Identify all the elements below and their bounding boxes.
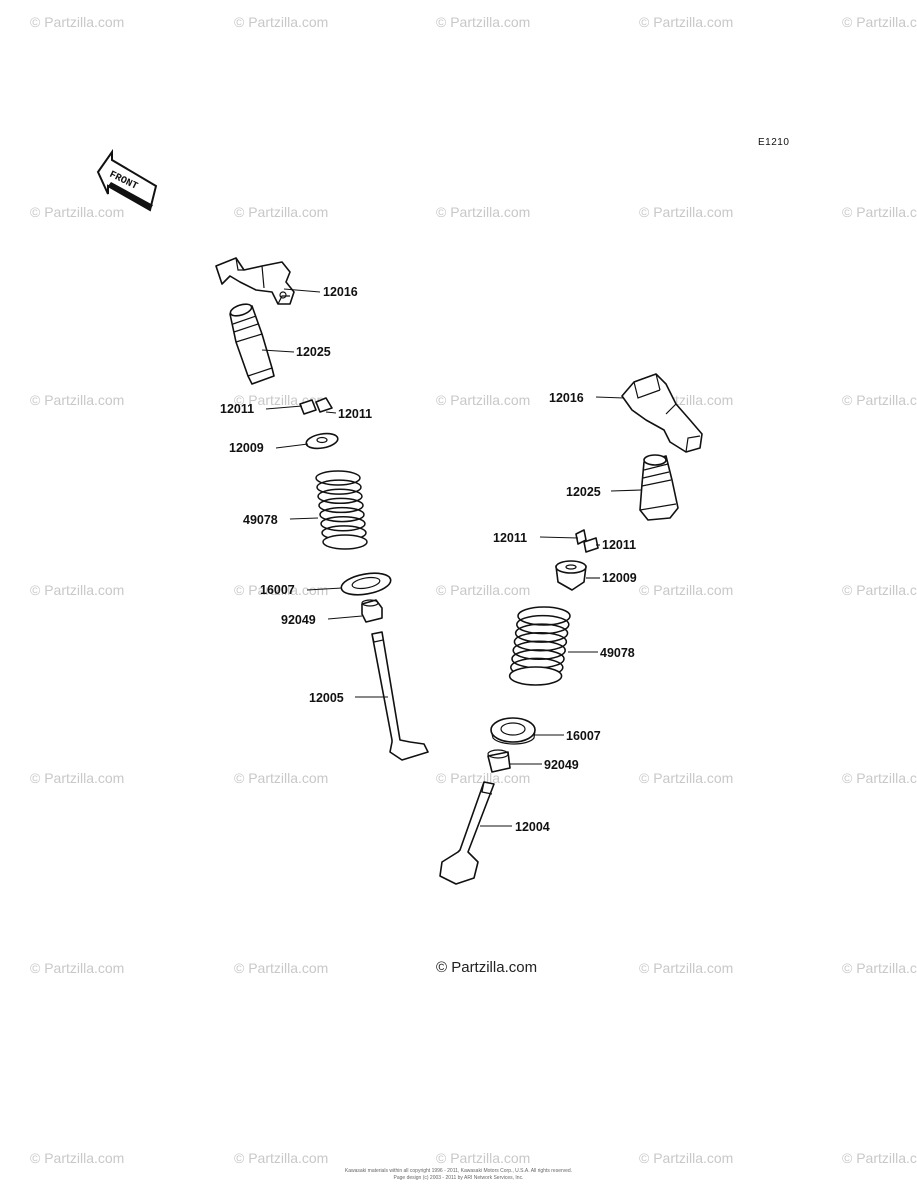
spring-coil bbox=[316, 479, 362, 495]
part-number-label[interactable]: 12025 bbox=[566, 485, 601, 499]
spring-coil bbox=[320, 515, 366, 532]
watermark-text: © Partzilla.com bbox=[436, 14, 531, 30]
watermark-text: © Partzilla.com bbox=[842, 14, 917, 30]
stem-seal-right[interactable] bbox=[487, 749, 511, 773]
part-number-label[interactable]: 16007 bbox=[260, 583, 295, 597]
spring-coil bbox=[508, 666, 563, 686]
spring-coil bbox=[318, 497, 364, 514]
watermark-text: © Partzilla.com bbox=[30, 582, 125, 598]
spring-right[interactable] bbox=[508, 606, 571, 686]
rocker-arm-right[interactable] bbox=[621, 373, 703, 453]
part-number-label[interactable]: 12009 bbox=[229, 441, 264, 455]
watermark-text: © Partzilla.com bbox=[436, 582, 531, 598]
leader-line bbox=[283, 288, 321, 293]
valve-right[interactable] bbox=[439, 781, 495, 885]
leader-line bbox=[289, 517, 319, 520]
retainer-left[interactable] bbox=[305, 431, 339, 450]
watermark-text: © Partzilla.com bbox=[436, 770, 531, 786]
leader-line bbox=[261, 349, 295, 353]
tappet-right[interactable] bbox=[639, 454, 679, 521]
watermark-text: © Partzilla.com bbox=[30, 1150, 125, 1166]
spring-coil bbox=[317, 488, 363, 505]
part-number-label[interactable]: 12011 bbox=[338, 407, 372, 421]
watermark-text: © Partzilla.com bbox=[842, 960, 917, 976]
watermark-text: © Partzilla.com bbox=[842, 392, 917, 408]
watermark-text: © Partzilla.com bbox=[842, 770, 917, 786]
watermark-text: © Partzilla.com bbox=[30, 392, 125, 408]
watermark-text: © Partzilla.com bbox=[639, 1150, 734, 1166]
spring-seat-right[interactable] bbox=[490, 717, 536, 745]
part-number-label[interactable]: 49078 bbox=[600, 646, 635, 660]
watermark-text: © Partzilla.com bbox=[234, 14, 329, 30]
part-number-label[interactable]: 16007 bbox=[566, 729, 601, 743]
spring-coil bbox=[322, 534, 368, 550]
watermark-text: © Partzilla.com bbox=[234, 770, 329, 786]
watermark-text: © Partzilla.com bbox=[234, 582, 329, 598]
watermark-text: © Partzilla.com bbox=[436, 1150, 531, 1166]
part-number-label[interactable]: 12011 bbox=[493, 531, 527, 545]
part-number-label[interactable]: 92049 bbox=[544, 758, 579, 772]
part-number-label[interactable]: 12004 bbox=[515, 820, 550, 834]
watermark-text: © Partzilla.com bbox=[842, 1150, 917, 1166]
part-number-label[interactable]: 12011 bbox=[602, 538, 636, 552]
center-watermark: © Partzilla.com bbox=[436, 959, 538, 976]
rocker-arm-left[interactable] bbox=[215, 257, 295, 305]
part-number-label[interactable]: 12016 bbox=[323, 285, 358, 299]
watermark-text: © Partzilla.com bbox=[436, 392, 531, 408]
part-number-label[interactable]: 12009 bbox=[602, 571, 637, 585]
tappet-left[interactable] bbox=[229, 302, 275, 385]
watermark-text: © Partzilla.com bbox=[436, 204, 531, 220]
spring-left[interactable] bbox=[315, 470, 368, 550]
spring-coil bbox=[517, 606, 571, 626]
watermark-text: © Partzilla.com bbox=[639, 770, 734, 786]
part-number-label[interactable]: 49078 bbox=[243, 513, 278, 527]
watermark-text: © Partzilla.com bbox=[639, 204, 734, 220]
spring-coil bbox=[315, 470, 361, 486]
watermark-text: © Partzilla.com bbox=[234, 960, 329, 976]
spring-coil bbox=[516, 614, 570, 635]
leader-line bbox=[327, 615, 363, 620]
watermark-text: © Partzilla.com bbox=[30, 960, 125, 976]
part-number-label[interactable]: 12011 bbox=[220, 402, 254, 416]
leader-line bbox=[539, 536, 579, 539]
spring-coil bbox=[513, 631, 568, 652]
copyright-line-2: Page design (c) 2003 - 2011 by ARI Netwo… bbox=[393, 1175, 524, 1181]
watermark-text: © Partzilla.com bbox=[639, 960, 734, 976]
front-arrow-icon: FRONT bbox=[96, 148, 158, 212]
watermark-text: © Partzilla.com bbox=[639, 582, 734, 598]
watermark-text: © Partzilla.com bbox=[234, 204, 329, 220]
watermark-text: © Partzilla.com bbox=[842, 582, 917, 598]
leader-line bbox=[306, 587, 343, 591]
copyright-line-1: Kawasaki materials within all copyright … bbox=[344, 1168, 573, 1174]
cotter-left[interactable] bbox=[299, 397, 333, 415]
watermark-text: © Partzilla.com bbox=[234, 1150, 329, 1166]
spring-coil bbox=[512, 640, 566, 661]
spring-coil bbox=[514, 623, 569, 643]
watermark-text: © Partzilla.com bbox=[842, 204, 917, 220]
leader-lines bbox=[261, 288, 643, 827]
watermark-text: © Partzilla.com bbox=[30, 770, 125, 786]
stem-seal-left[interactable] bbox=[361, 599, 383, 623]
cotter-right[interactable] bbox=[575, 529, 599, 553]
part-number-label[interactable]: 12025 bbox=[296, 345, 331, 359]
part-labels: 12016 12025 12011 12011 12009 49078 16007 92049… bbox=[220, 285, 637, 834]
retainer-right[interactable] bbox=[555, 560, 587, 591]
watermark-text: © Partzilla.com bbox=[30, 14, 125, 30]
leader-line bbox=[265, 405, 303, 410]
watermark-text: © Partzilla.com bbox=[639, 14, 734, 30]
part-number-label[interactable]: 12005 bbox=[309, 691, 344, 705]
watermark-text: © Partzilla.com bbox=[30, 204, 125, 220]
leader-line bbox=[275, 443, 309, 449]
valve-left[interactable] bbox=[371, 631, 429, 761]
spring-seat-left[interactable] bbox=[340, 570, 393, 598]
part-number-label[interactable]: 92049 bbox=[281, 613, 316, 627]
leader-line bbox=[325, 411, 337, 414]
diagram-code: E1210 bbox=[758, 137, 790, 148]
leader-line bbox=[610, 489, 643, 492]
part-number-label[interactable]: 12016 bbox=[549, 391, 584, 405]
leader-line bbox=[595, 396, 625, 399]
spring-coil bbox=[319, 506, 365, 523]
